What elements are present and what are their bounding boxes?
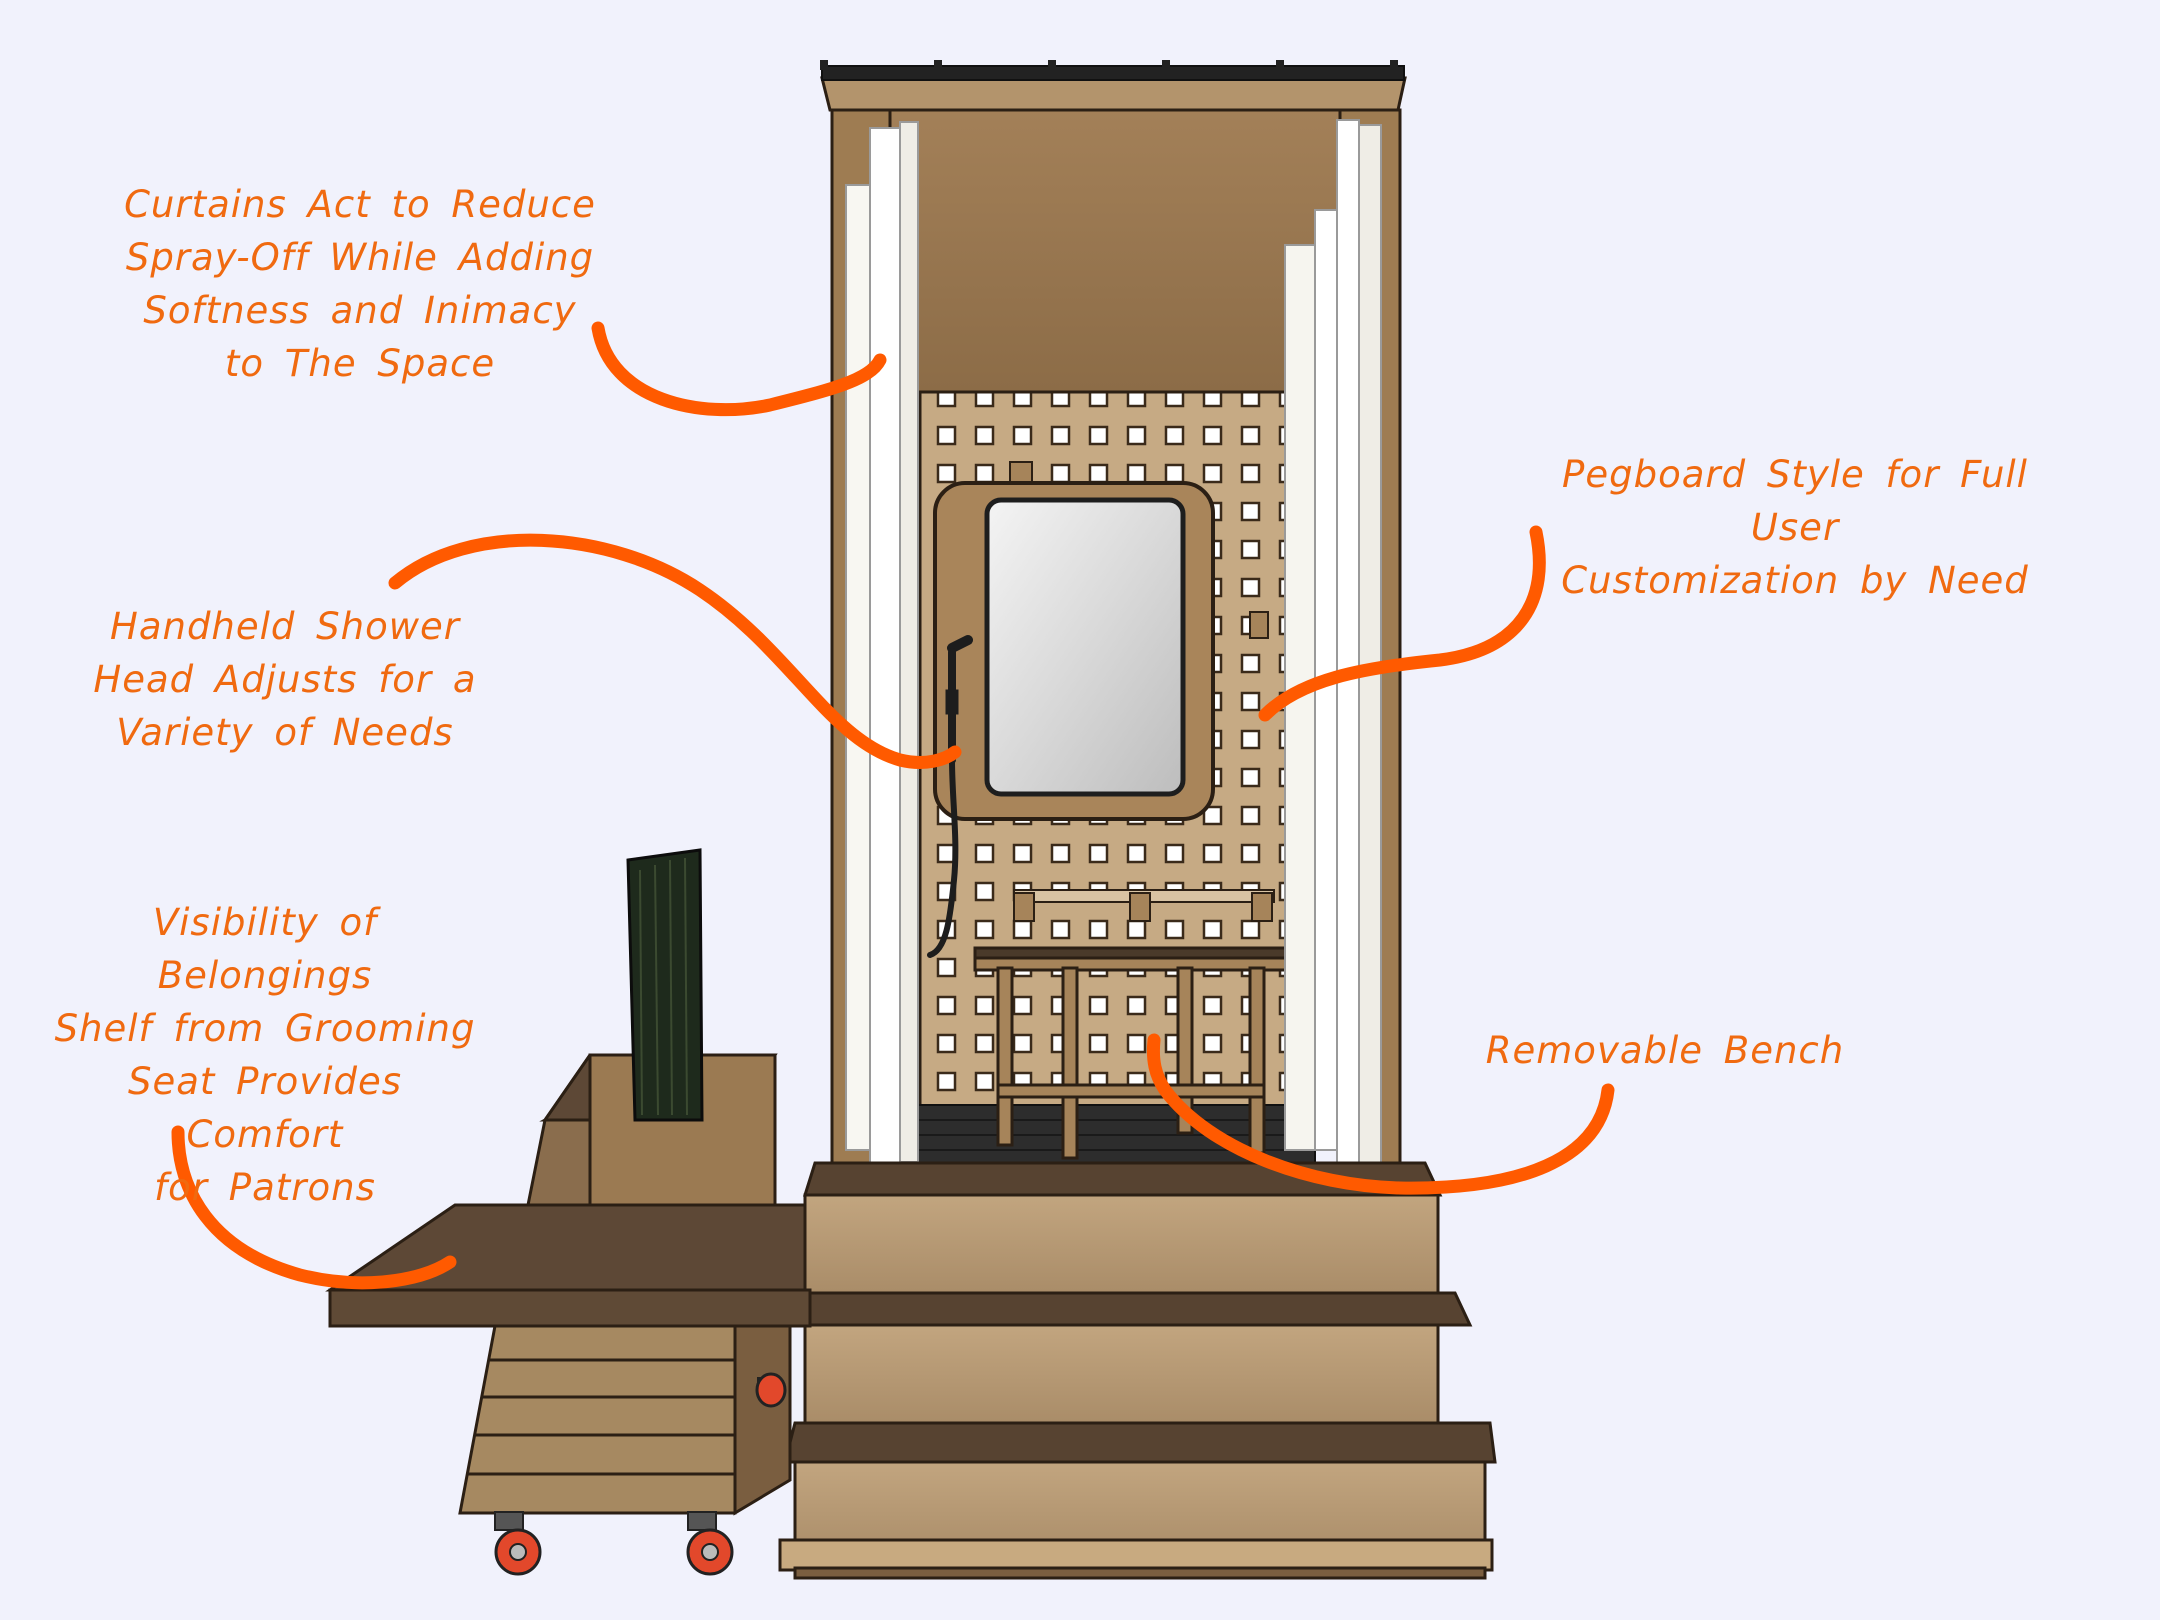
belongings-shelf-cart xyxy=(325,848,812,1516)
mirror xyxy=(933,481,1215,821)
annotation-curtains: Curtains Act to Reduce Spray-Off While A… xyxy=(124,183,596,385)
annotation-arrows xyxy=(171,321,1615,1290)
brush-bundle xyxy=(626,848,704,1122)
removable-bench xyxy=(973,946,1292,1160)
arrow-shelf xyxy=(171,1125,457,1290)
arrow-curtains xyxy=(591,321,887,417)
peg-shelf-bar xyxy=(1013,889,1275,922)
arrow-pegboard xyxy=(1258,525,1546,722)
curtain-right xyxy=(1284,119,1382,1166)
curtain-left xyxy=(845,121,919,1169)
arrow-bench xyxy=(1146,1033,1615,1195)
entry-steps xyxy=(778,1161,1497,1580)
annotation-bench: Removable Bench xyxy=(1485,1029,1845,1072)
cart-wheels xyxy=(494,1372,787,1576)
handheld-shower-head xyxy=(927,635,973,958)
annotation-shower: Handheld Shower Head Adjusts for a Varie… xyxy=(93,605,477,754)
annotation-pegboard: Pegboard Style for Full User Customizati… xyxy=(1561,453,2029,602)
annotation-shelf: Visibility of Belongings Shelf from Groo… xyxy=(54,901,476,1209)
arrow-shower xyxy=(388,533,962,769)
